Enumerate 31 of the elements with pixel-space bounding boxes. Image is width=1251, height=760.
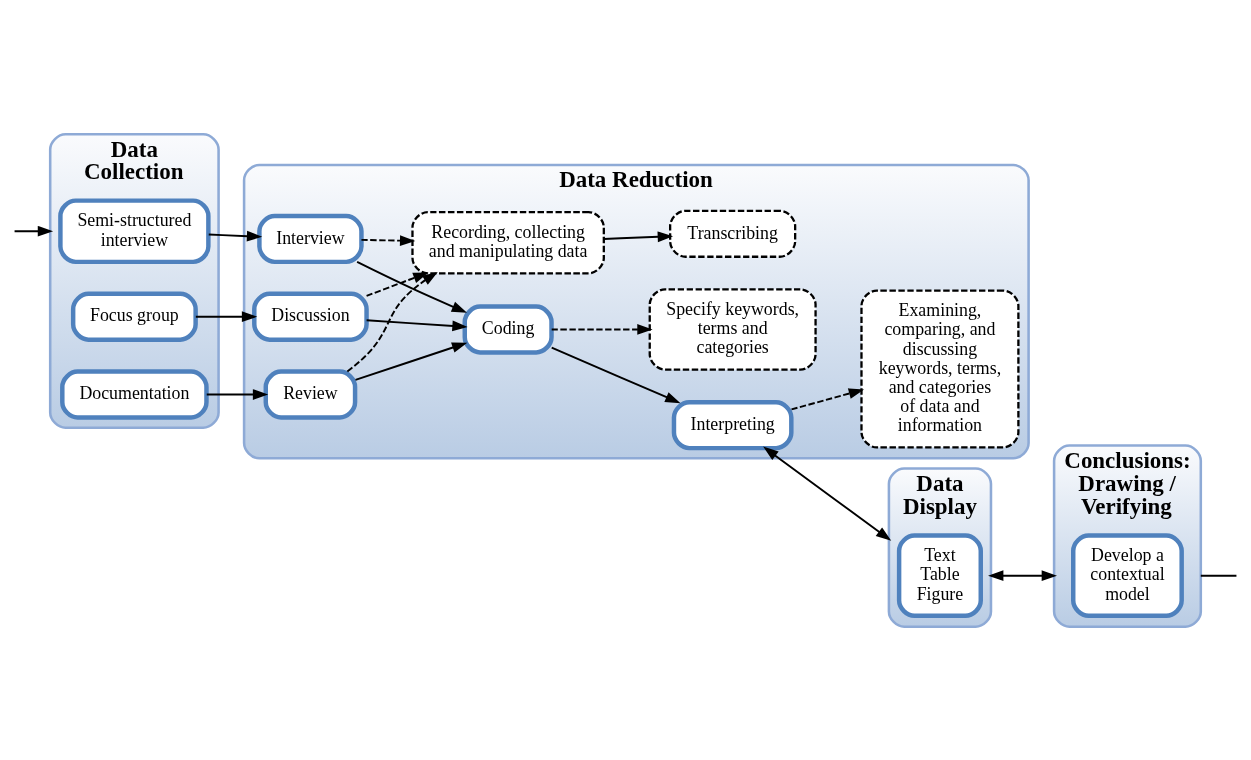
arrow [763,446,892,541]
arrow [602,230,673,242]
node-box: Text Table Figure [896,532,983,618]
node-box: Coding [462,303,554,355]
arrow [13,225,54,237]
arrow [356,260,468,313]
arrow [550,323,653,335]
node-box: Recording, collecting and manipulating data [411,210,605,274]
arrow [988,569,1057,581]
node-box: Interview [257,213,364,264]
arrow [365,271,429,297]
node-box: Interpreting [671,399,794,450]
arrow [194,310,258,322]
arrow [360,234,416,246]
arrow [354,341,468,381]
node-box: Focus group [70,291,198,342]
node-box: Examining, comparing, and discussing keywords, terms, and categories of data and information [860,288,1020,449]
arrow [550,346,681,403]
node-box: Develop a contextual model [1071,532,1184,618]
node-box: Transcribing [669,209,797,258]
node-box: Discussion [252,291,369,342]
node-box: Review [263,368,358,420]
node-box: Specify keywords, terms and categories [648,287,817,371]
arrow [365,318,468,331]
node-box: Semi-structured interview [58,197,211,264]
node-box: Documentation [60,368,209,420]
arrow [205,388,269,400]
arrow [790,387,865,410]
connector [1199,574,1238,577]
arrow [207,230,263,242]
arrow [346,271,438,372]
